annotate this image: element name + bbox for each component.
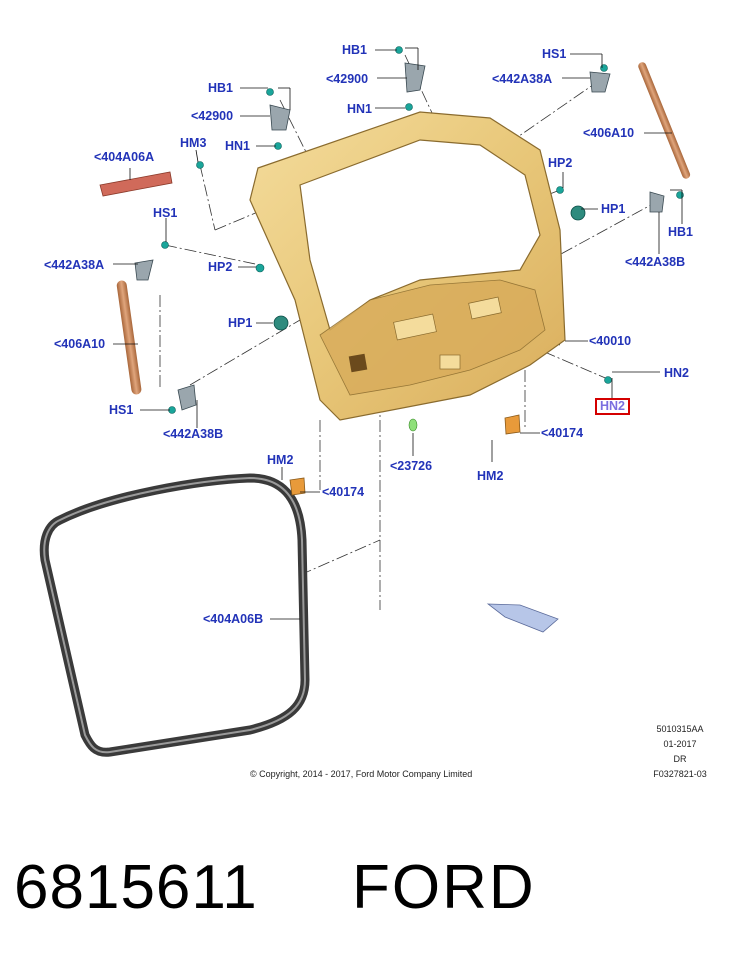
callout-406a10-right: <406A10: [583, 126, 635, 140]
callout-40174-left: <40174: [322, 485, 365, 499]
callout-hb1-left: HB1: [208, 81, 234, 95]
doc-code-date: 01-2017: [663, 739, 697, 749]
doc-code-illustration-id: 5010315AA: [656, 724, 704, 734]
callout-hm2-right: HM2: [477, 469, 504, 483]
callout-hp2-left: HP2: [208, 260, 233, 274]
callout-40174-right: <40174: [541, 426, 584, 440]
callout-hb1-right: HB1: [668, 225, 694, 239]
callout-42900-top: <42900: [326, 72, 369, 86]
callout-leaders: [113, 47, 683, 620]
callout-hp1-left: HP1: [228, 316, 253, 330]
callout-hp1-right: HP1: [601, 202, 626, 216]
callout-23726: <23726: [390, 459, 433, 473]
liftgate-panel: [249, 111, 566, 421]
direction-arrow-icon: [486, 603, 559, 633]
bumpers-hp1: [273, 205, 586, 331]
callout-442a38b-right: <442A38B: [625, 255, 686, 269]
callout-hs1-right: HS1: [542, 47, 567, 61]
callout-hm3: HM3: [180, 136, 207, 150]
callout-hn2-highlighted[interactable]: HN2: [595, 398, 631, 415]
parts-diagram: [39, 46, 691, 757]
callout-442a38a-right: <442A38A: [492, 72, 553, 86]
plug-23726: [408, 418, 418, 432]
callout-hs1-left: HS1: [153, 206, 178, 220]
callout-404a06b: <404A06B: [203, 612, 264, 626]
callout-hn1-top: HN1: [347, 102, 373, 116]
weatherstrip-404a06b: [39, 473, 310, 757]
callout-hn1-left: HN1: [225, 139, 251, 153]
clips-fasteners: [161, 46, 684, 414]
part-number: 6815611: [14, 853, 258, 922]
doc-code-region: DR: [673, 754, 687, 764]
brand-name: FORD: [352, 853, 536, 922]
callout-hn2: HN2: [664, 366, 690, 380]
callout-hm2-left: HM2: [267, 453, 294, 467]
callout-hb1-top: HB1: [342, 43, 368, 57]
callout-hp2-right: HP2: [548, 156, 573, 170]
callout-hs1-bottom: HS1: [109, 403, 134, 417]
callout-42900-left: <42900: [191, 109, 234, 123]
callout-442a38a-left: <442A38A: [44, 258, 105, 272]
copyright-notice: © Copyright, 2014 - 2017, Ford Motor Com…: [250, 769, 473, 779]
gas-struts: [116, 62, 691, 395]
callout-40010: <40010: [589, 334, 632, 348]
callout-442a38b-bottom: <442A38B: [163, 427, 224, 441]
doc-code-figure-id: F0327821-03: [653, 769, 707, 779]
seal-strip-404a06a: [99, 171, 173, 197]
callout-404a06a: <404A06A: [94, 150, 155, 164]
callout-406a10-left: <406A10: [54, 337, 106, 351]
bumpers-40174: [289, 414, 521, 496]
